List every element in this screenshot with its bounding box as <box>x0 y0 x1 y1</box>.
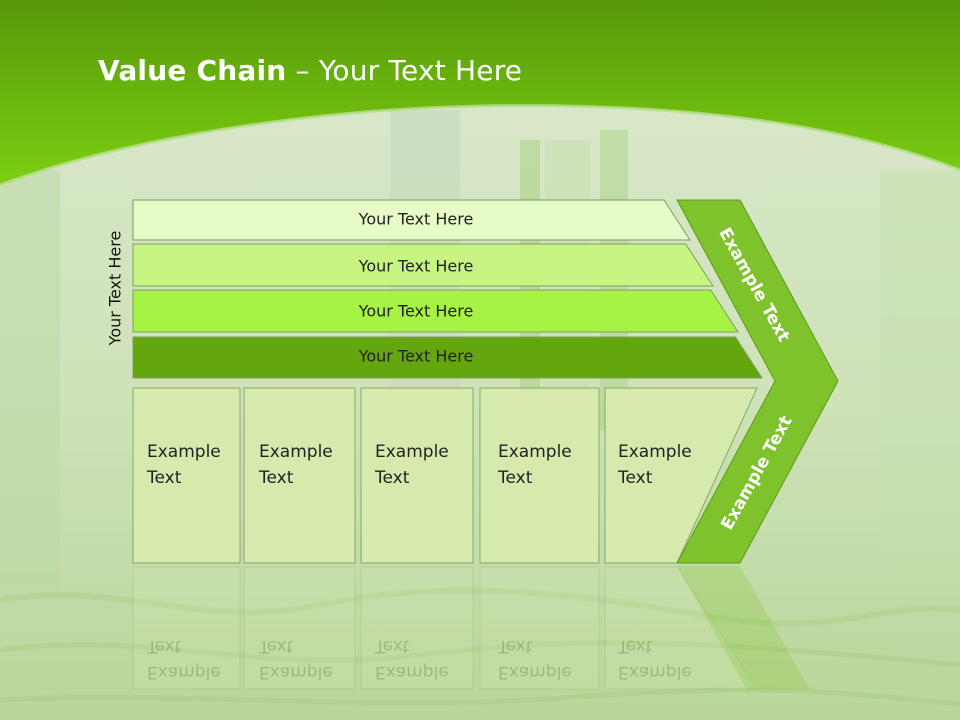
activity-box-3-reflection <box>360 566 474 690</box>
page-title-bold: Value Chain <box>98 54 287 87</box>
margin-chevron <box>676 199 839 564</box>
box-2-line2: Text <box>259 468 294 488</box>
activity-box-2-reflection <box>243 566 356 690</box>
row-2-label: Your Text Here <box>358 256 474 276</box>
row-3-bar <box>132 289 739 333</box>
row-3-label: Your Text Here <box>358 301 474 321</box>
activity-box-4-reflection <box>479 566 600 690</box>
box-1-line1: Example <box>147 442 221 462</box>
activity-box-1-reflection <box>132 566 241 690</box>
box-4-line2: Text <box>498 468 533 488</box>
side-label: Your Text Here <box>105 230 125 346</box>
box-2-line1: Example <box>259 442 333 462</box>
box-1-line2: Text <box>147 468 182 488</box>
box-3-line1: Example <box>375 442 449 462</box>
row-4-bar <box>132 336 763 379</box>
row-2-bar <box>132 243 714 287</box>
margin-chevron-reflection <box>677 566 810 690</box>
page-title-rest: – Your Text Here <box>286 54 523 87</box>
row-1-bar <box>132 199 691 241</box>
activity-box-3 <box>360 387 474 564</box>
box-3-line2: Text <box>375 468 410 488</box>
page-title: Value Chain – Your Text Here <box>98 54 522 87</box>
row-1-label: Your Text Here <box>358 209 474 229</box>
box-4-line1: Example <box>498 442 572 462</box>
row-4-label: Your Text Here <box>358 346 474 366</box>
box-5-line1: Example <box>618 442 692 462</box>
activity-box-1 <box>132 387 241 564</box>
box-5-line2: Text <box>618 468 653 488</box>
activity-box-2 <box>243 387 356 564</box>
activity-box-5-reflection <box>604 566 758 690</box>
activity-box-4 <box>479 387 600 564</box>
